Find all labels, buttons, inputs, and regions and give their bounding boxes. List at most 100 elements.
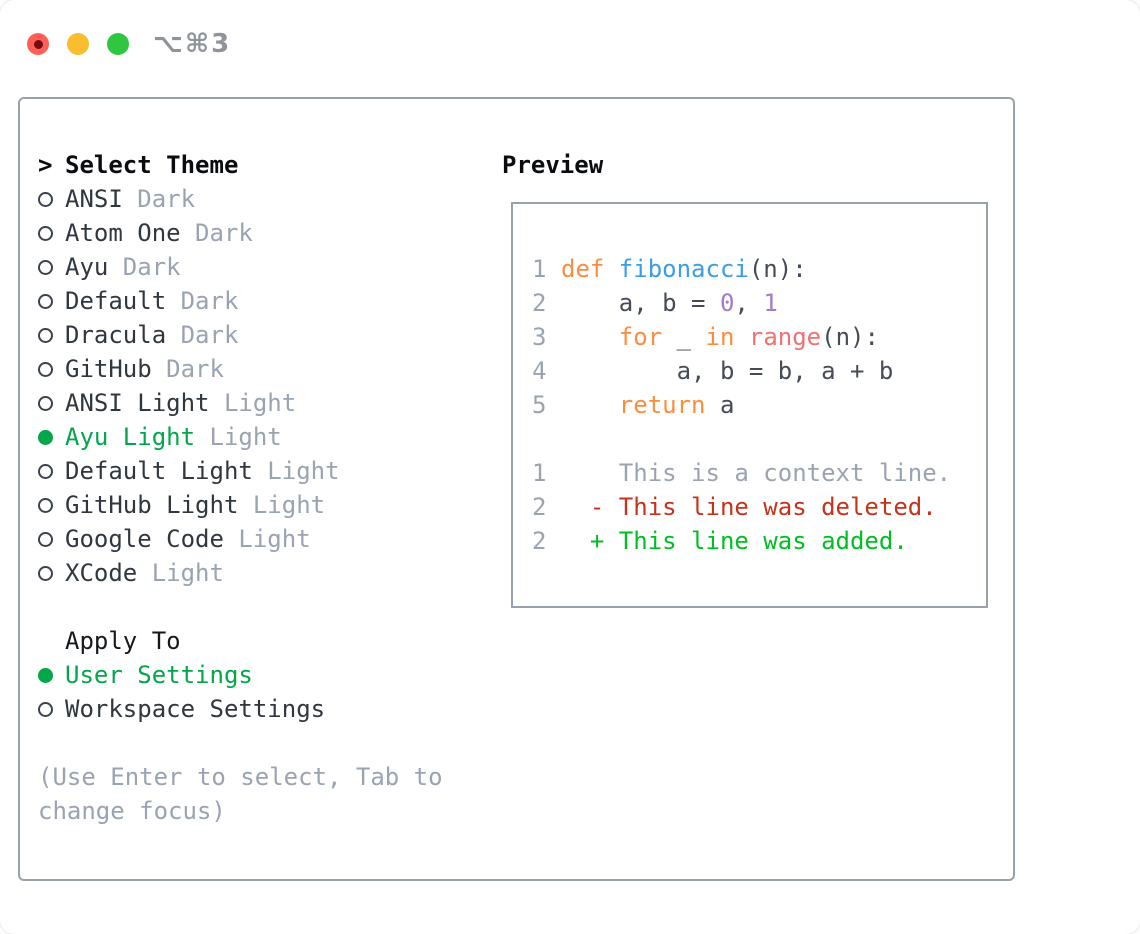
code-segment-keyword: in [705,323,735,351]
radio-marker [38,497,65,513]
theme-variant-tag: Dark [166,287,239,315]
code-segment-plain: (n): [821,323,879,351]
theme-name: Ayu Light [65,423,196,451]
radio-marker [38,667,65,683]
code-line: 4 a, b = b, a + b [532,354,951,388]
code-segment-keyword: for [618,323,663,351]
theme-variant-tag: Light [252,457,340,485]
blank-line [532,422,951,456]
theme-option[interactable]: Atom One Dark [38,216,443,250]
window-title: ⌥⌘3 [153,29,232,59]
line-number: 3 [532,323,547,351]
help-text-line: (Use Enter to select, Tab to [38,763,443,791]
code-segment-function: fibonacci [618,255,749,283]
radio-unselected-icon [38,497,53,513]
spacer-row [38,726,443,760]
apply-option[interactable]: Workspace Settings [38,692,443,726]
theme-name: ANSI [65,185,123,213]
code-segment-plain: a, b = [561,289,720,317]
theme-option[interactable]: Ayu Light Light [38,420,443,454]
theme-name: Atom One [65,219,181,247]
theme-option[interactable]: ANSI Light Light [38,386,443,420]
line-number: 1 [532,255,547,283]
window-titlebar: ⌥⌘3 [27,29,231,59]
theme-name: Default [65,287,167,315]
minimize-button[interactable] [67,33,89,55]
radio-unselected-icon [38,293,53,309]
radio-unselected-icon [38,361,53,377]
theme-option[interactable]: Dracula Dark [38,318,443,352]
select-theme-header: > Select Theme [38,148,443,182]
theme-name: XCode [65,559,138,587]
code-segment-plain: , [734,289,764,317]
theme-name: GitHub Light [65,491,239,519]
code-segment-plain [561,323,619,351]
theme-option[interactable]: Ayu Dark [38,250,443,284]
theme-variant-tag: Light [137,559,224,587]
help-text-line: change focus) [38,797,226,825]
radio-unselected-icon [38,259,53,275]
line-number: 2 [532,289,547,317]
theme-variant-tag: Light [223,525,311,553]
close-button[interactable] [27,33,49,55]
preview-title: Preview [502,151,604,179]
theme-option[interactable]: GitHub Light Light [38,488,443,522]
theme-variant-tag: Dark [166,321,239,349]
radio-selected-icon [38,429,53,445]
radio-unselected-icon [38,327,53,343]
radio-marker [38,395,65,411]
theme-option[interactable]: XCode Light [38,556,443,590]
code-segment-keyword: return [618,391,706,419]
theme-name: ANSI Light [65,389,210,417]
line-number: 5 [532,391,547,419]
help-text: (Use Enter to select, Tab to change focus… [38,760,443,828]
apply-option[interactable]: User Settings [38,658,443,692]
theme-variant-tag: Dark [122,185,196,213]
radio-marker [38,191,65,207]
radio-marker [38,463,65,479]
theme-option[interactable]: Default Light Light [38,454,443,488]
cursor-icon: > [38,151,53,179]
code-segment-plain: a [705,391,735,419]
code-segment-builtin: range [748,323,822,351]
close-dot-icon [33,39,43,49]
apply-to-header: Apply To [38,624,443,658]
theme-option[interactable]: Google Code Light [38,522,443,556]
select-theme-title: Select Theme [65,151,239,179]
radio-unselected-icon [38,463,53,479]
code-segment-added: + This line was added. [561,527,908,555]
radio-marker [38,361,65,377]
theme-option[interactable]: Default Dark [38,284,443,318]
theme-name: Ayu [65,253,109,281]
code-line: 2 + This line was added. [532,524,951,558]
radio-unselected-icon [38,395,53,411]
traffic-lights [27,33,129,55]
code-segment-context: This is a context line. [561,459,952,487]
code-line: 1 This is a context line. [532,456,951,490]
code-segment-plain [561,391,619,419]
code-line: 2 a, b = 0, 1 [532,286,951,320]
code-segment-plain: a, b = b, a + b [561,357,894,385]
theme-name: GitHub [65,355,152,383]
radio-marker [38,701,65,717]
apply-option-name: User Settings [65,661,253,689]
radio-unselected-icon [38,565,53,581]
theme-variant-tag: Dark [108,253,181,281]
radio-selected-icon [38,667,53,683]
line-number: 2 [532,527,547,555]
radio-marker [38,225,65,241]
radio-marker [38,531,65,547]
theme-name: Dracula [65,321,167,349]
theme-option[interactable]: ANSI Dark [38,182,443,216]
apply-to-title: Apply To [65,627,181,655]
code-segment-keyword: def [561,255,619,283]
zoom-button[interactable] [107,33,129,55]
theme-option[interactable]: GitHub Dark [38,352,443,386]
